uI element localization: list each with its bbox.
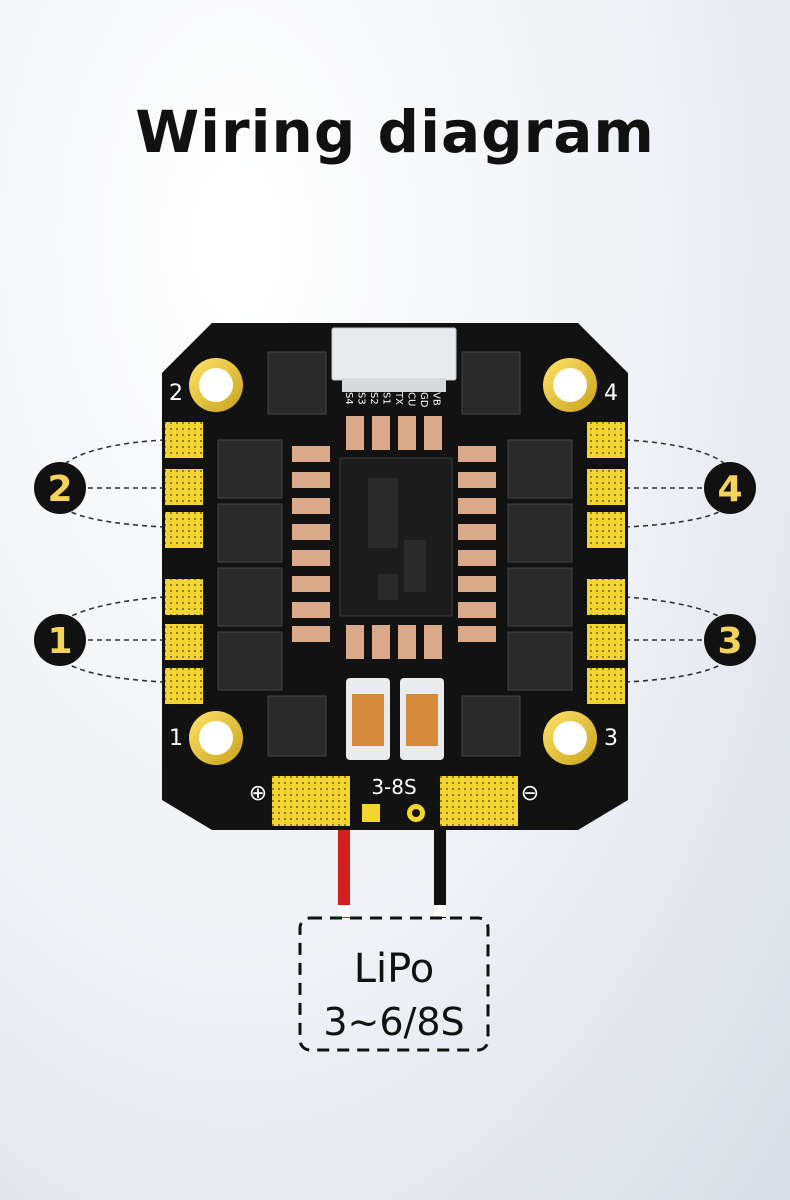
motor-badge-2-label: 2 [47,469,72,510]
page-title: Wiring diagram [135,98,655,166]
motor-badge-1: 1 [34,614,86,666]
battery-box [298,916,490,1052]
negative-symbol: ⊖ [521,781,539,806]
motor-badge-3-label: 3 [717,621,742,662]
mcu-area [339,457,453,617]
battery-wires [338,830,446,918]
motor-badge-2: 2 [34,462,86,514]
positive-symbol: ⊕ [249,781,267,806]
mounting-holes [189,358,597,765]
connector-pin-vb: VB [431,392,442,406]
voltage-label: 3-8S [371,775,416,799]
connector-pin-tx: TX [393,391,404,405]
mosfet-chips [217,351,573,757]
connector-pin-s3: S3 [356,392,367,405]
connector-pin-s2: S2 [368,392,379,405]
motor-badge-4: 4 [704,462,756,514]
battery-pads [272,776,518,826]
motor-badge-3: 3 [704,614,756,666]
connector-pin-s4: S4 [343,392,354,405]
corner-label-3: 3 [604,726,618,751]
signal-connector [331,327,457,392]
motor-pads-left [165,422,203,704]
battery-cells: 3~6/8S [323,1000,464,1044]
motor-pads-right [587,422,625,704]
motor-badge-4-label: 4 [717,469,742,510]
connector-pin-gd: GD [418,392,429,408]
connector-pin-cu: CU [406,392,417,406]
corner-label-2: 2 [169,381,183,406]
battery-type: LiPo [354,946,435,992]
connector-pin-s1: S1 [381,392,392,405]
capacitors [292,416,496,659]
power-inductors [346,678,444,760]
motor-badge-1-label: 1 [47,621,72,662]
corner-label-4: 4 [604,381,618,406]
corner-label-1: 1 [169,726,183,751]
